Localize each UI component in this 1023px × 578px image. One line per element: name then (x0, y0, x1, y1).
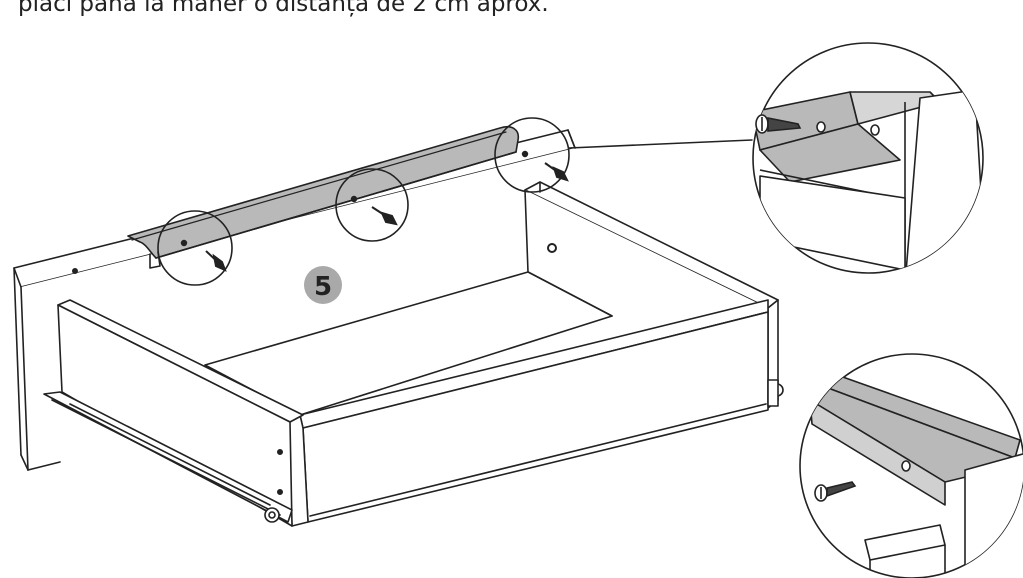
detail-callouts (157, 117, 753, 286)
screw-icon (814, 481, 857, 502)
drawer-box-front (284, 299, 769, 527)
step-number-badge: 5 (304, 266, 342, 304)
drawer-runner (43, 379, 784, 523)
detail-bottom-right (799, 353, 1023, 578)
screw-icon (755, 114, 802, 134)
instruction-caption: plăci până la mâner o distanță de 2 cm a… (18, 0, 549, 17)
main-screws (72, 150, 569, 495)
detail-top-right (752, 42, 984, 274)
left-side-panel (57, 299, 304, 527)
step-number-label: 5 (314, 272, 332, 302)
